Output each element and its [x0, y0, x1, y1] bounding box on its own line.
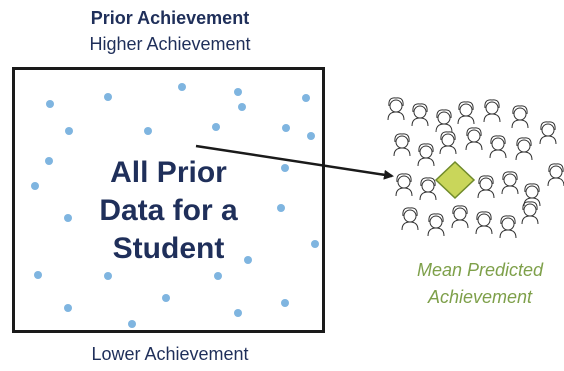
box-label-line3: Student [112, 232, 225, 265]
student-icon [417, 143, 435, 167]
data-point [34, 271, 42, 279]
lower-achievement-label: Lower Achievement [91, 344, 249, 364]
box-label-line2: Data for a [99, 194, 238, 227]
data-point [277, 204, 285, 212]
box-label-line1: All Prior [110, 156, 227, 189]
data-point [64, 214, 72, 222]
data-point [238, 103, 246, 111]
student-icon [465, 127, 483, 151]
student-icon [387, 97, 405, 121]
student-icon [411, 103, 429, 127]
data-point [234, 88, 242, 96]
data-point [178, 83, 186, 91]
student-icon [515, 137, 533, 161]
data-point [214, 272, 222, 280]
prior-data-box [12, 67, 325, 333]
data-point [46, 100, 54, 108]
student-icon [401, 207, 419, 231]
data-point [212, 123, 220, 131]
student-icon [475, 211, 493, 235]
student-icon [511, 105, 529, 129]
data-point [281, 299, 289, 307]
data-point [234, 309, 242, 317]
data-point [281, 164, 289, 172]
higher-achievement-label: Higher Achievement [89, 34, 251, 54]
data-point [144, 127, 152, 135]
student-icon [477, 175, 495, 199]
student-icon [457, 101, 475, 125]
achievement-label: Achievement [427, 287, 533, 307]
student-icon [547, 163, 564, 187]
data-point [128, 320, 136, 328]
data-point [302, 94, 310, 102]
student-icon [439, 131, 457, 155]
student-icon [483, 99, 501, 123]
student-icon [395, 173, 413, 197]
data-point [307, 132, 315, 140]
prior-achievement-title: Prior Achievement [90, 8, 250, 28]
data-point [104, 272, 112, 280]
data-point [104, 93, 112, 101]
student-icon [489, 135, 507, 159]
data-point [31, 182, 39, 190]
box-label: All Prior Data for a Student [12, 154, 325, 268]
student-icon [393, 133, 411, 157]
student-icon [539, 121, 557, 145]
data-point [65, 127, 73, 135]
student-icon [451, 205, 469, 229]
data-point [311, 240, 319, 248]
arrow-to-prediction [195, 144, 394, 180]
data-point [162, 294, 170, 302]
data-point [64, 304, 72, 312]
data-point [244, 256, 252, 264]
data-point [45, 157, 53, 165]
student-icon [499, 215, 517, 239]
student-icon [419, 177, 437, 201]
student-crowd [387, 97, 564, 239]
mean-predicted-label: Mean Predicted [416, 260, 544, 280]
mean-diamond-icon [434, 160, 476, 200]
data-points [31, 83, 319, 328]
student-icon [435, 109, 453, 133]
data-point [282, 124, 290, 132]
student-icon [501, 171, 519, 195]
student-icon [427, 213, 445, 237]
